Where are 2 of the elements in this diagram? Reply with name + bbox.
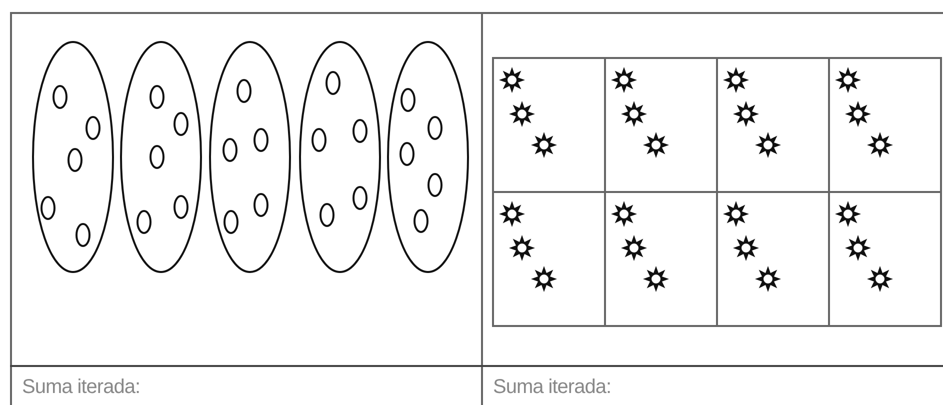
answer-prompt: Suma iterada: (22, 375, 140, 400)
answer-prompt: Suma iterada: (493, 375, 612, 400)
